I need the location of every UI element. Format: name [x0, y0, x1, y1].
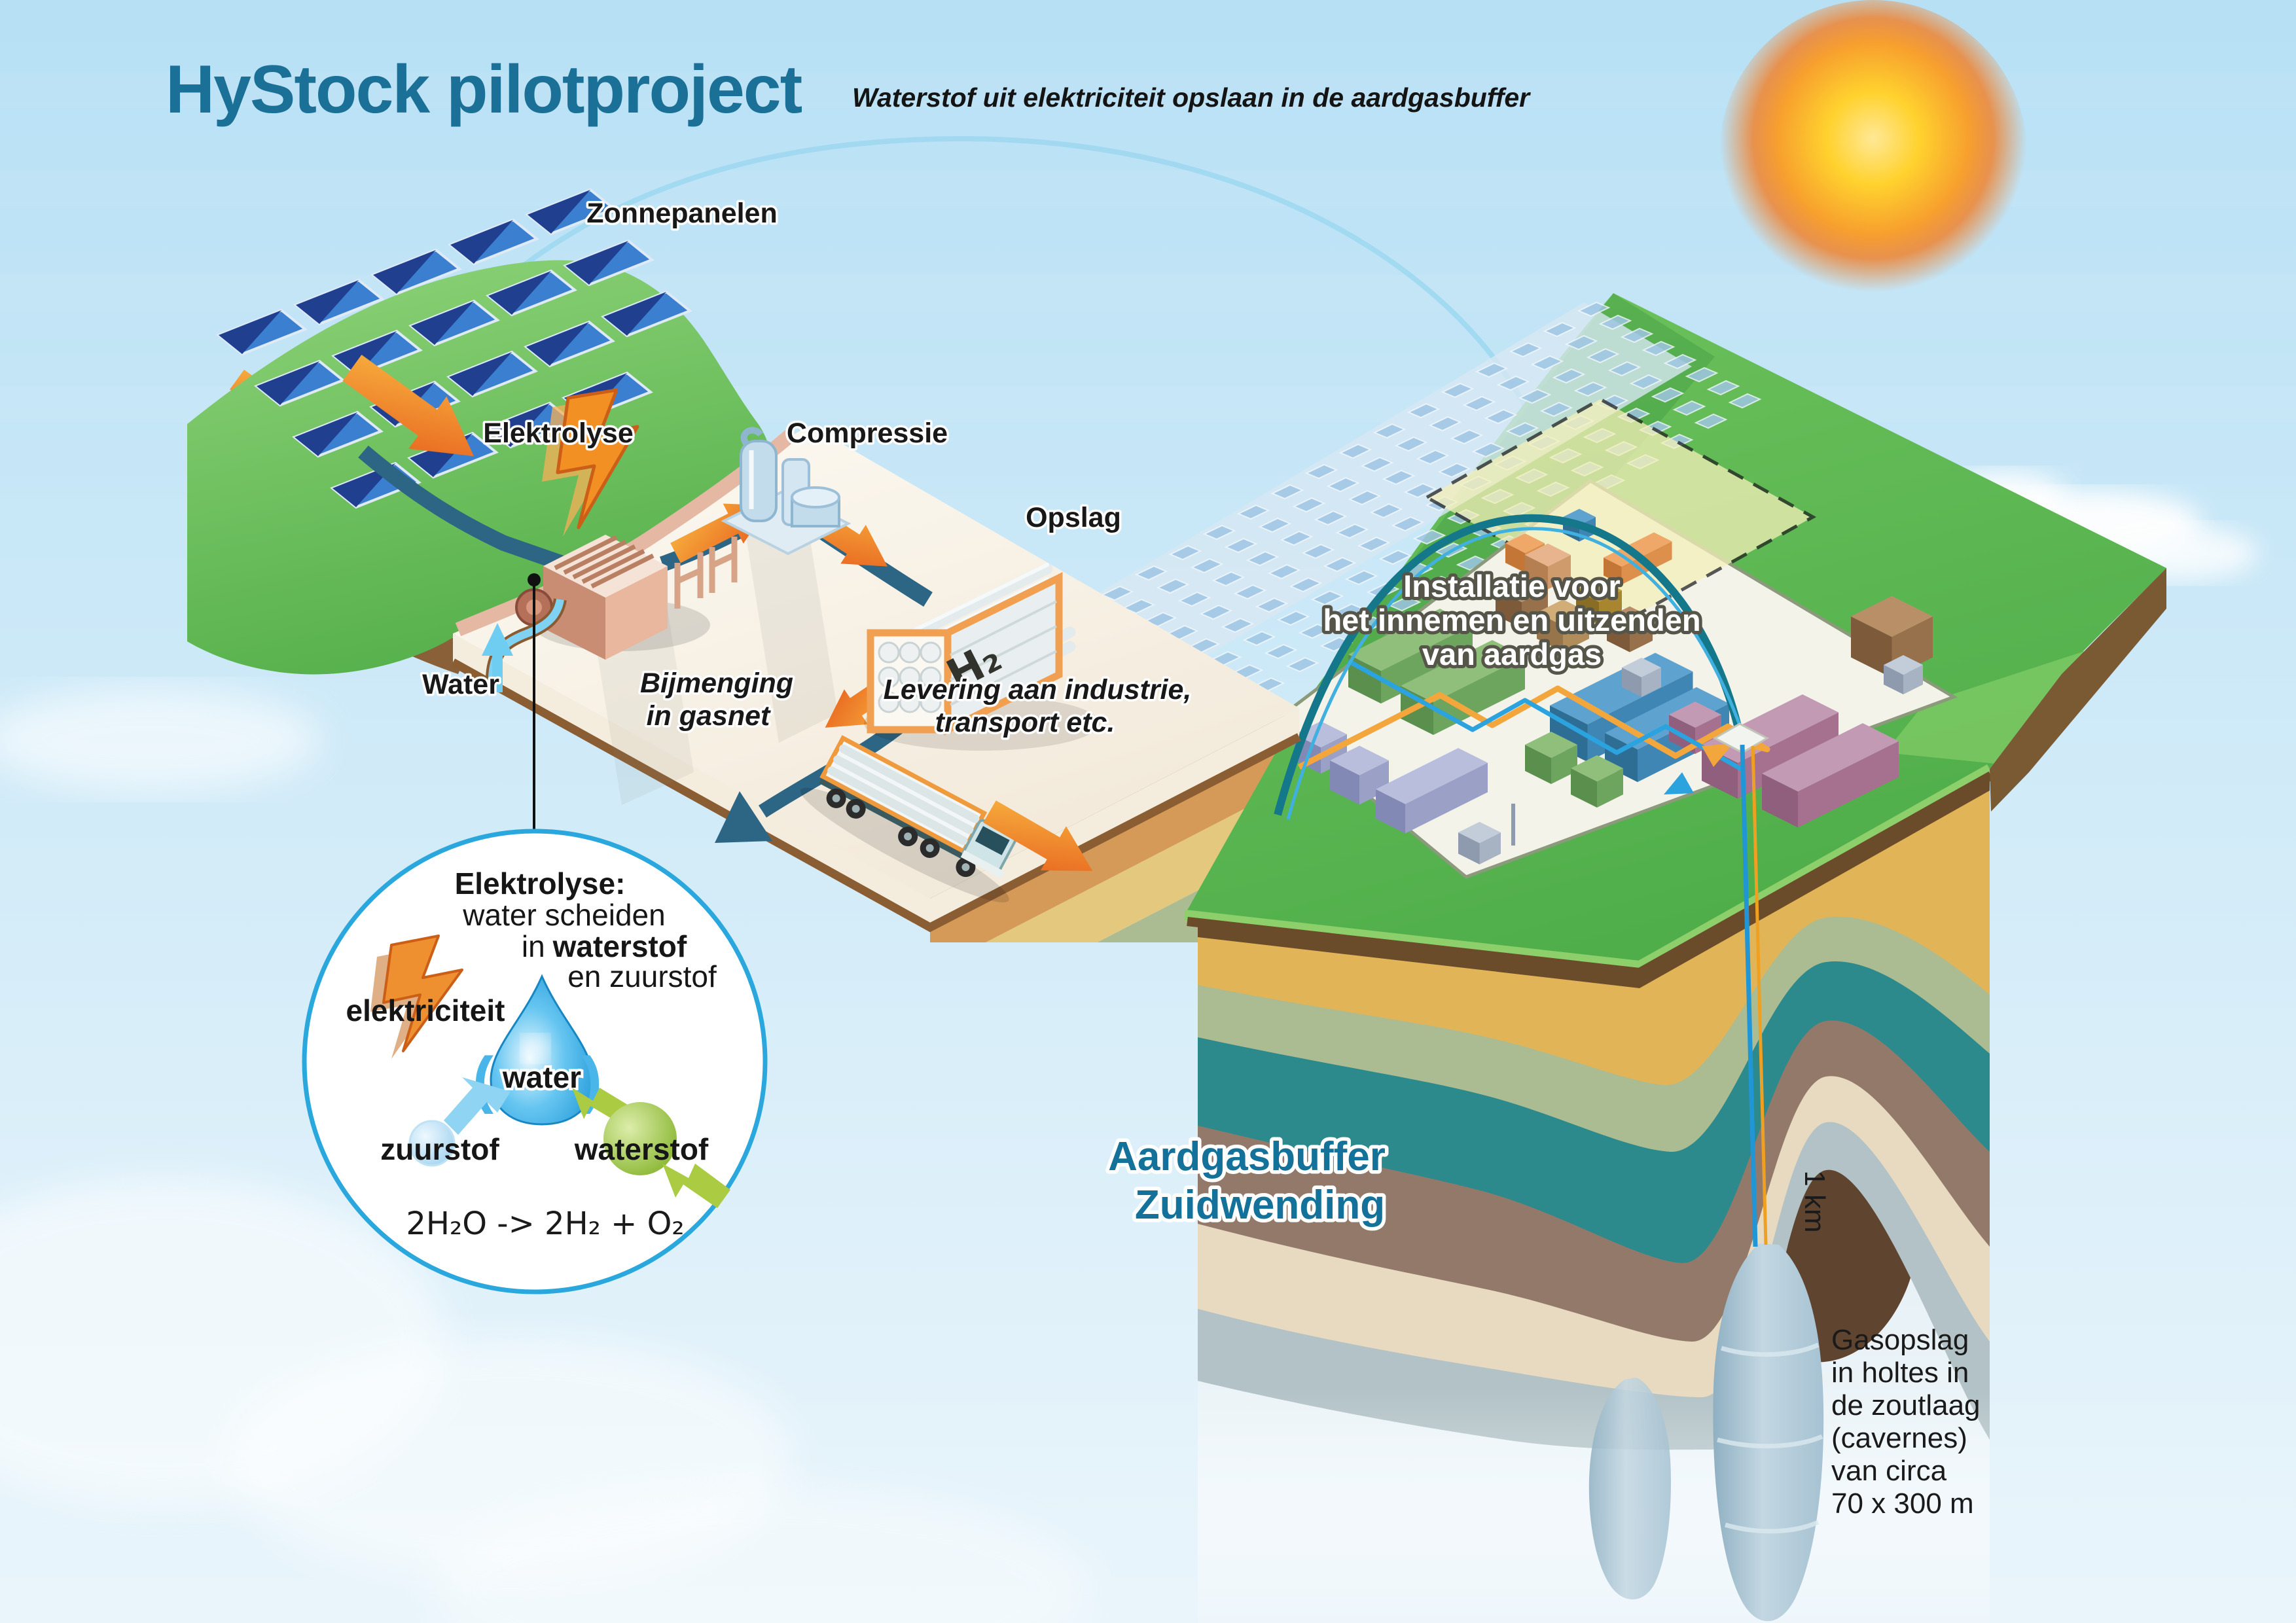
svg-text:Gasopslag: Gasopslag — [1831, 1324, 1969, 1356]
inset-formula: 2H₂O -> 2H₂ + O₂ — [406, 1205, 684, 1242]
page-subtitle: Waterstof uit elektriciteit opslaan in d… — [852, 82, 1531, 113]
hydrogen-out-arrow-icon — [662, 1164, 730, 1208]
svg-text:70 x 300 m: 70 x 300 m — [1831, 1488, 1974, 1520]
svg-text:Levering aan industrie,: Levering aan industrie, — [884, 674, 1192, 705]
installation-label-line3: van aardgas — [1422, 637, 1602, 671]
cavern-note: Gasopslag in holtes in de zoutlaag (cave… — [1831, 1324, 1981, 1520]
left-scene: H₂ Zonnepanelen Elektrolyse Compressie O… — [187, 188, 1301, 933]
buffer-label-line2: Zuidwending — [1135, 1183, 1385, 1228]
buffer-label-line1: Aardgasbuffer — [1108, 1134, 1386, 1179]
oxygen-ball-icon — [408, 1120, 456, 1167]
installation-label-line2: het innemen en uitzenden — [1323, 603, 1700, 637]
h2-arc-pipe-thin — [1286, 527, 1748, 820]
hill — [187, 260, 770, 675]
label-elektriciteit: elektriciteit — [346, 993, 505, 1027]
label-waterstof: waterstof — [574, 1132, 709, 1166]
inset-title: Elektrolyse: — [455, 866, 626, 901]
label-elektrolyse: Elektrolyse — [483, 418, 633, 449]
inset-line1: water scheiden — [462, 898, 665, 932]
bijmenging-arrowhead — [715, 791, 772, 843]
page-title: HyStock pilotproject — [166, 52, 802, 128]
svg-text:transport etc.: transport etc. — [935, 707, 1115, 738]
solar-field — [985, 302, 1760, 753]
installation-buildings — [1295, 543, 1933, 865]
cavern-right — [1713, 1243, 1824, 1622]
label-bijmenging: Bijmenging in gasnet — [637, 666, 795, 734]
site-soil-wedge — [1990, 568, 2166, 812]
depth-label: 1 km — [1799, 1170, 1831, 1232]
cavern-left — [1588, 1378, 1671, 1599]
gas-site: Installatie voor het innemen en uitzende… — [985, 293, 2166, 1247]
label-inset-water: water — [502, 1060, 581, 1094]
label-opslag: Opslag — [1026, 502, 1121, 533]
installation-label-line1: Installatie voor — [1403, 569, 1621, 603]
svg-text:de zoutlaag: de zoutlaag — [1831, 1389, 1981, 1421]
svg-text:in holtes in: in holtes in — [1831, 1357, 1969, 1389]
label-levering: Levering aan industrie, transport etc. — [881, 672, 1194, 741]
oxygen-arrow-icon — [444, 1077, 511, 1135]
svg-text:in gasnet: in gasnet — [647, 700, 771, 732]
svg-text:van circa: van circa — [1831, 1455, 1947, 1487]
label-zonnepanelen: Zonnepanelen — [586, 198, 777, 229]
salt-caverns — [1588, 1243, 1824, 1622]
wellhead-pad — [1712, 722, 1770, 754]
hydrogen-ball-icon — [603, 1102, 677, 1175]
h2-storage: H₂ — [864, 563, 1100, 751]
sun-icon — [1719, 0, 2027, 308]
tube-truck — [800, 735, 1017, 902]
well-blue — [1740, 744, 1758, 1247]
electricity-lightning-icon — [382, 935, 463, 1052]
h2-arc-pipe — [1274, 514, 1745, 816]
inset-line3: en zuurstof — [567, 959, 717, 993]
platform-skirt — [453, 633, 1299, 929]
installation-label: Installatie voor het innemen en uitzende… — [1319, 565, 1704, 675]
machine-shadow — [746, 507, 838, 743]
svg-text:Bijmenging: Bijmenging — [640, 668, 793, 699]
site-land-bright — [1885, 648, 2094, 764]
compressor-machine — [721, 427, 852, 556]
svg-text:(cavernes): (cavernes) — [1831, 1422, 1967, 1454]
site-pipelines — [1297, 658, 1770, 794]
water-arrow-icon — [482, 623, 513, 692]
well-orange — [1751, 745, 1768, 1245]
label-zuurstof: zuurstof — [380, 1132, 499, 1166]
flow-arrow-blue — [1664, 772, 1694, 794]
lightning-icon — [556, 388, 639, 529]
label-compressie: Compressie — [787, 418, 948, 449]
flow-arrow-orange — [1702, 743, 1733, 767]
label-water: Water — [422, 669, 499, 700]
